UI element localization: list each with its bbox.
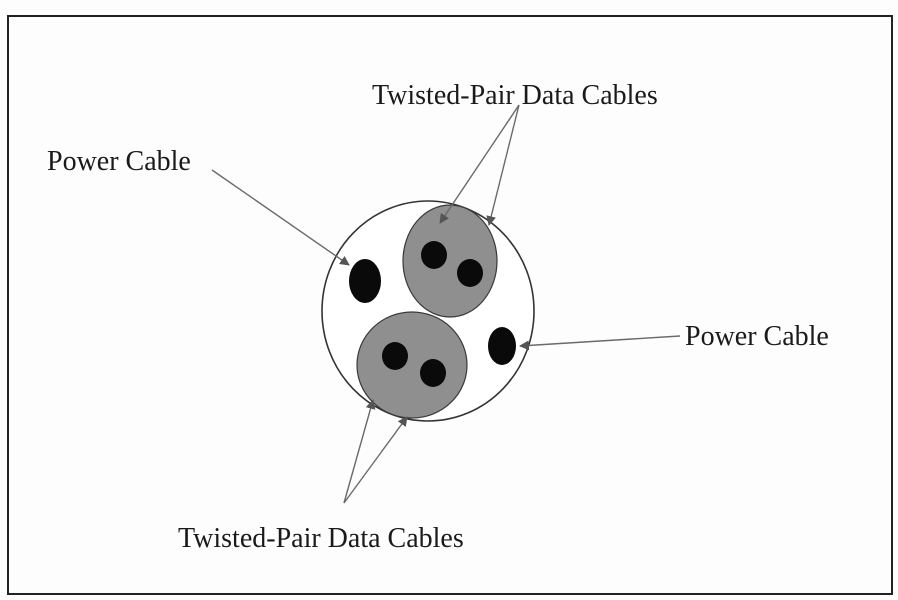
twisted-pair-bundle-top	[402, 204, 498, 318]
power-conductor-right	[488, 327, 516, 365]
label-power-cable-right: Power Cable	[685, 321, 829, 352]
label-data-cables-top: Twisted-Pair Data Cables	[372, 80, 658, 111]
leader-data-top-1	[439, 104, 520, 224]
label-power-cable-left: Power Cable	[47, 146, 191, 177]
leader-power-left	[211, 169, 350, 266]
leader-data-top-2	[486, 104, 520, 226]
leader-power-right	[519, 335, 681, 351]
power-conductor-left	[349, 259, 381, 303]
leader-data-bottom-2	[343, 416, 408, 504]
conductor-top-1	[421, 241, 447, 269]
twisted-pair-bundle-bottom	[356, 311, 468, 419]
diagram-frame	[7, 15, 893, 595]
conductor-bottom-2	[420, 359, 446, 387]
conductor-top-2	[457, 259, 483, 287]
label-data-cables-bottom: Twisted-Pair Data Cables	[178, 523, 464, 554]
conductor-bottom-1	[382, 342, 408, 370]
leader-data-bottom-1	[343, 399, 376, 504]
